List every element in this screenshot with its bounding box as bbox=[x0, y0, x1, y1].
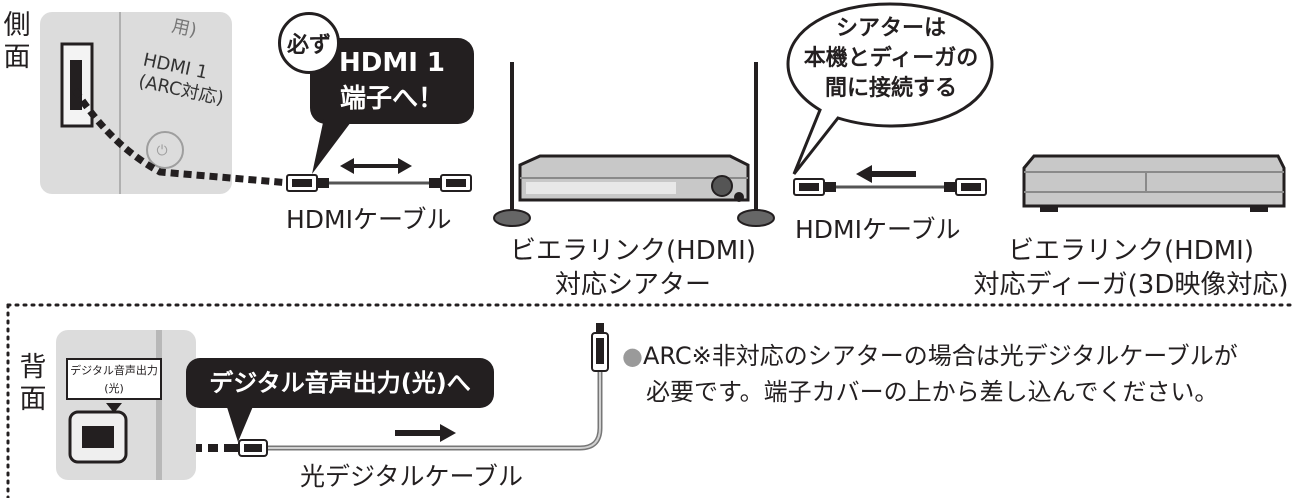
tv-back-panel bbox=[56, 330, 196, 480]
hdmi-callout: HDMI 1 端子へ！ bbox=[310, 38, 474, 124]
side-label-char-2: 面 bbox=[3, 42, 31, 73]
hdmi-connector-left-a bbox=[286, 174, 329, 192]
svg-text:⏻: ⏻ bbox=[156, 143, 167, 159]
note: ●ARC※非対応のシアターの場合は光デジタルケーブルが 必要です。端子カバーの上… bbox=[622, 338, 1238, 410]
tv-side-panel: ⏻ bbox=[40, 12, 232, 194]
port-tag-line1: デジタル音声出力 bbox=[70, 364, 158, 377]
must-badge: 必ず bbox=[278, 12, 340, 74]
port-tag-pointer-icon bbox=[106, 403, 122, 413]
tv-side-illustration: ⏻ bbox=[60, 12, 184, 194]
side-label-char-1: 側 bbox=[3, 10, 31, 41]
speech-bubble bbox=[786, 2, 994, 175]
speech-line3: 間に接続する bbox=[824, 76, 957, 101]
note-line2: 必要です。端子カバーの上から差し込んでください。 bbox=[646, 378, 1219, 406]
hdmi-connector-left-b bbox=[429, 174, 472, 192]
hdmi-cable-right-label: HDMIケーブル bbox=[795, 215, 961, 244]
note-line1: ARC※非対応のシアターの場合は光デジタルケーブルが bbox=[642, 342, 1238, 370]
back-label: 背 面 bbox=[18, 352, 48, 416]
note-bullet-icon: ● bbox=[622, 342, 643, 370]
diga-name: ビエラリンク(HDMI) 対応ディーガ(3D映像対応) bbox=[972, 234, 1290, 302]
tv-back-illustration bbox=[68, 330, 162, 480]
theater-name: ビエラリンク(HDMI) 対応シアター bbox=[498, 234, 768, 302]
hdmi-callout-line1: HDMI 1 bbox=[338, 48, 446, 78]
diga-name-line2: 対応ディーガ(3D映像対応) bbox=[973, 270, 1289, 300]
hdmi-connector-right-b bbox=[944, 178, 987, 196]
theater-device bbox=[493, 62, 775, 227]
back-label-char-2: 面 bbox=[19, 384, 47, 415]
optical-plug-left bbox=[229, 439, 268, 457]
diga-name-line1: ビエラリンク(HDMI) bbox=[1008, 236, 1254, 266]
side-label: 側 面 bbox=[2, 10, 32, 74]
back-label-char-1: 背 bbox=[19, 352, 47, 383]
note-line1-row: ●ARC※非対応のシアターの場合は光デジタルケーブルが bbox=[622, 338, 1238, 374]
port-tag: デジタル音声出力 (光) bbox=[66, 358, 162, 400]
speech-line2: 本機とディーガの bbox=[803, 46, 979, 71]
hdmi-dotted-cable bbox=[72, 88, 291, 187]
hdmi-callout-tail bbox=[312, 118, 354, 174]
port-tag-line2: (光) bbox=[104, 382, 124, 395]
speech-line1: シアターは bbox=[835, 16, 946, 41]
optical-plug-right bbox=[591, 323, 609, 372]
hdmi-callout-line2: 端子へ！ bbox=[339, 84, 444, 114]
theater-name-line2: 対応シアター bbox=[554, 270, 711, 300]
diga-device bbox=[1022, 154, 1286, 212]
speech-text: シアターは 本機とディーガの 間に接続する bbox=[802, 14, 980, 104]
theater-name-line1: ビエラリンク(HDMI) bbox=[510, 236, 756, 266]
hdmi-connector-right-a bbox=[793, 178, 836, 196]
hdmi-cable-left-label: HDMIケーブル bbox=[286, 205, 452, 234]
optical-callout-tail bbox=[226, 404, 254, 442]
optical-callout: デジタル音声出力(光)へ bbox=[186, 358, 494, 408]
optical-cable-label: 光デジタルケーブル bbox=[300, 462, 524, 491]
